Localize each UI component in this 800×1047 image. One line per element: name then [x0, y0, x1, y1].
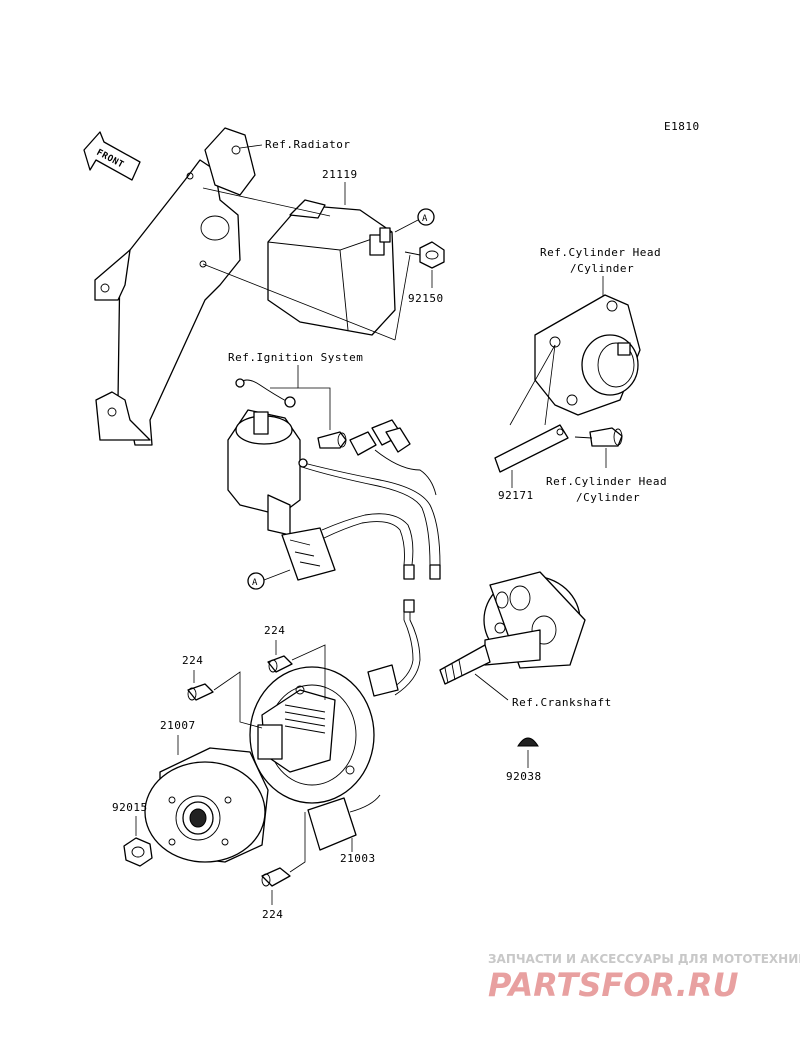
ref-cyl-head-2-sub: /Cylinder [576, 491, 640, 504]
ref-cyl-head-1-sub: /Cylinder [570, 262, 634, 275]
diagram-code: E1810 [664, 120, 700, 133]
plate-92171 [494, 424, 569, 473]
watermark-tagline: ЗАПЧАСТИ И АКСЕССУАРЫ ДЛЯ МОТОТЕХНИКИ [488, 952, 800, 966]
ignition-coil [227, 378, 301, 536]
part-21119-label: 21119 [322, 168, 358, 181]
screw-224-c [261, 867, 291, 887]
part-92038-label: 92038 [506, 770, 542, 783]
coil-screw [317, 431, 347, 449]
part-224-a-label: 224 [264, 624, 285, 637]
front-arrow-icon: FRONT [83, 131, 141, 181]
crankshaft [439, 571, 586, 685]
screw-224-a [267, 655, 293, 673]
cylinder-head-flange [534, 294, 641, 416]
nut-92015 [123, 837, 153, 867]
marker-a-top [417, 208, 435, 226]
stator-21003 [249, 666, 381, 851]
bolt-92150 [404, 241, 445, 269]
watermark-logo: PARTSFOR.RU [488, 966, 738, 1004]
ref-cyl-head-1-label: Ref.Cylinder Head [540, 246, 661, 259]
woodruff-key-92038 [517, 737, 539, 747]
marker-a-bottom-label: A [252, 578, 258, 588]
screw-224-b [187, 683, 214, 701]
flywheel-21007 [144, 747, 269, 863]
part-92150-label: 92150 [408, 292, 444, 305]
part-92015-label: 92015 [112, 801, 148, 814]
part-224-c-label: 224 [262, 908, 283, 921]
frame-bracket [94, 127, 256, 446]
marker-a-top-label: A [422, 214, 428, 224]
ref-ignition-label: Ref.Ignition System [228, 351, 363, 364]
part-21003-label: 21003 [340, 852, 376, 865]
watermark: ЗАПЧАСТИ И АКСЕССУАРЫ ДЛЯ МОТОТЕХНИКИ PA… [488, 952, 800, 1004]
ref-radiator-label: Ref.Radiator [265, 138, 350, 151]
part-92171-label: 92171 [498, 489, 534, 502]
part-21007-label: 21007 [160, 719, 196, 732]
part-224-b-label: 224 [182, 654, 203, 667]
ref-crankshaft-label: Ref.Crankshaft [512, 696, 612, 709]
marker-a-bottom [247, 572, 265, 590]
ref-cyl-head-2-label: Ref.Cylinder Head [546, 475, 667, 488]
plate-bolt [574, 427, 623, 447]
